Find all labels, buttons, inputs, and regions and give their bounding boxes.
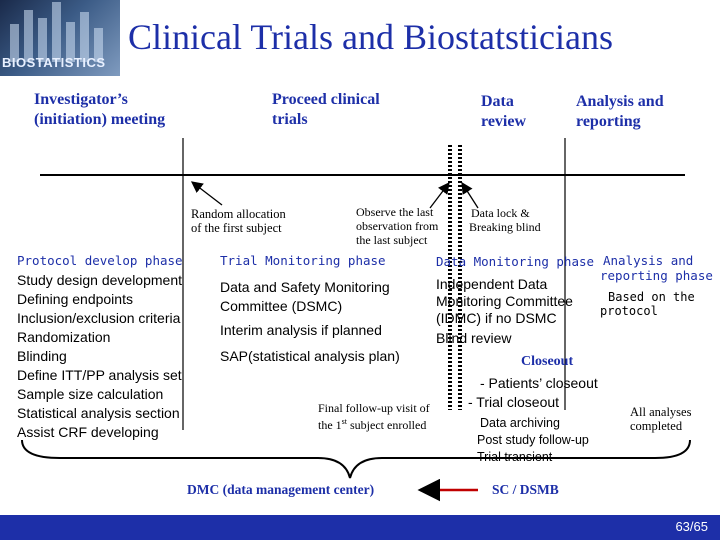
post-study-followup: Post study follow-up <box>477 433 589 447</box>
note-observe-last-line3: the last subject <box>356 233 428 247</box>
based-line2: protocol <box>600 304 658 318</box>
protocol-item: Study design development <box>17 272 182 288</box>
idmc-line2: Monitoring Committee <box>436 293 573 309</box>
closeout-list: - Patients’ closeout - Trial closeout <box>468 374 598 412</box>
biostatistics-logo: BIOSTATISTICS <box>0 0 120 76</box>
analysis-phase-header: Analysis and reporting phase <box>600 253 713 283</box>
arrow-random-allocation <box>190 181 223 206</box>
blind-review: Blind review <box>436 330 512 346</box>
protocol-item: Blinding <box>17 348 67 364</box>
protocol-item: Inclusion/exclusion criteria <box>17 310 181 326</box>
phase-analysis-reporting: Analysis and reporting <box>576 93 664 130</box>
phase-investigator-meeting: Investigator’s (initiation) meeting <box>34 90 189 130</box>
all-analyses-line1: All analyses <box>630 405 692 419</box>
protocol-item: Define ITT/PP analysis set <box>17 367 182 383</box>
idmc-line3: (IDMC) if no DSMC <box>436 310 557 326</box>
protocol-item: Assist CRF developing <box>17 424 159 440</box>
logo-text: BIOSTATISTICS <box>2 55 106 70</box>
based-on-protocol: Based on the protocol <box>600 290 695 318</box>
followup-pre: the 1 <box>318 418 342 432</box>
protocol-item: Defining endpoints <box>17 291 133 307</box>
data-monitoring-header: Data Monitoring phase <box>436 254 595 269</box>
note-data-lock: Data lock & Breaking blind <box>469 206 541 234</box>
protocol-item: Randomization <box>17 329 111 345</box>
footer-bar <box>0 515 720 540</box>
arrow-observe-last <box>429 181 450 209</box>
page-title: Clinical Trials and Biostatsticians <box>128 17 613 57</box>
all-analyses-line2: completed <box>630 419 683 433</box>
dmc-label: DMC (data management center) <box>187 482 375 497</box>
trial-monitoring-header: Trial Monitoring phase <box>220 253 386 268</box>
dsmc-text: Data and Safety Monitoring Committee (DS… <box>220 278 390 316</box>
analysis-header-line1: Analysis and <box>603 253 694 268</box>
arrow-data-lock <box>461 181 479 209</box>
curly-brace <box>21 439 691 479</box>
protocol-phase-header: Protocol develop phase <box>17 253 183 268</box>
archiving-list: Data archiving Post study follow-up Tria… <box>477 415 589 466</box>
dsmc-line2: Committee (DSMC) <box>220 298 343 314</box>
phase-proceed: Proceed clinical trials <box>272 91 380 128</box>
page-number: 63/65 <box>675 519 708 534</box>
note-random-allocation: Random allocation of the first subject <box>191 207 286 235</box>
idmc-text: Independent Data Monitoring Committee (I… <box>436 276 573 327</box>
followup-line2: the 1st subject enrolled <box>318 415 430 432</box>
followup-line1: Final follow-up visit of <box>318 401 430 415</box>
note-observe-last: Observe the last observation from the la… <box>356 205 438 247</box>
protocol-item: Statistical analysis section <box>17 405 180 421</box>
protocol-item: Sample size calculation <box>17 386 164 402</box>
interim-analysis: Interim analysis if planned <box>220 322 382 338</box>
trial-transient: Trial transient <box>477 450 553 464</box>
trial-closeout: - Trial closeout <box>468 394 560 410</box>
phase-data-review: Data review <box>481 93 527 130</box>
based-line1: Based on the <box>608 290 695 304</box>
data-archiving: Data archiving <box>480 416 560 430</box>
note-data-lock-line1: Data lock & <box>471 206 530 220</box>
followup-sup: st <box>341 417 348 426</box>
followup-post: subject enrolled <box>347 418 427 432</box>
dsmc-line1: Data and Safety Monitoring <box>220 279 390 295</box>
all-analyses-completed: All analyses completed <box>630 405 691 433</box>
final-followup-note: Final follow-up visit of the 1st subject… <box>318 401 430 432</box>
note-data-lock-line2: Breaking blind <box>469 220 541 234</box>
note-observe-last-line1: Observe the last <box>356 205 434 219</box>
closeout-header: Closeout <box>521 354 574 369</box>
idmc-line1: Independent Data <box>436 276 548 292</box>
note-observe-last-line2: observation from <box>356 219 439 233</box>
phase-investigator-label: Investigator’s (initiation) meeting <box>34 91 166 128</box>
protocol-items-list: Study design development Defining endpoi… <box>17 271 182 442</box>
sc-dsmb-label: SC / DSMB <box>492 482 559 497</box>
note-random-allocation-line2: of the first subject <box>191 221 282 235</box>
patients-closeout: - Patients’ closeout <box>480 375 598 391</box>
analysis-header-line2: reporting phase <box>600 268 713 283</box>
sap-text: SAP(statistical analysis plan) <box>220 348 400 364</box>
note-random-allocation-line1: Random allocation <box>191 207 286 221</box>
